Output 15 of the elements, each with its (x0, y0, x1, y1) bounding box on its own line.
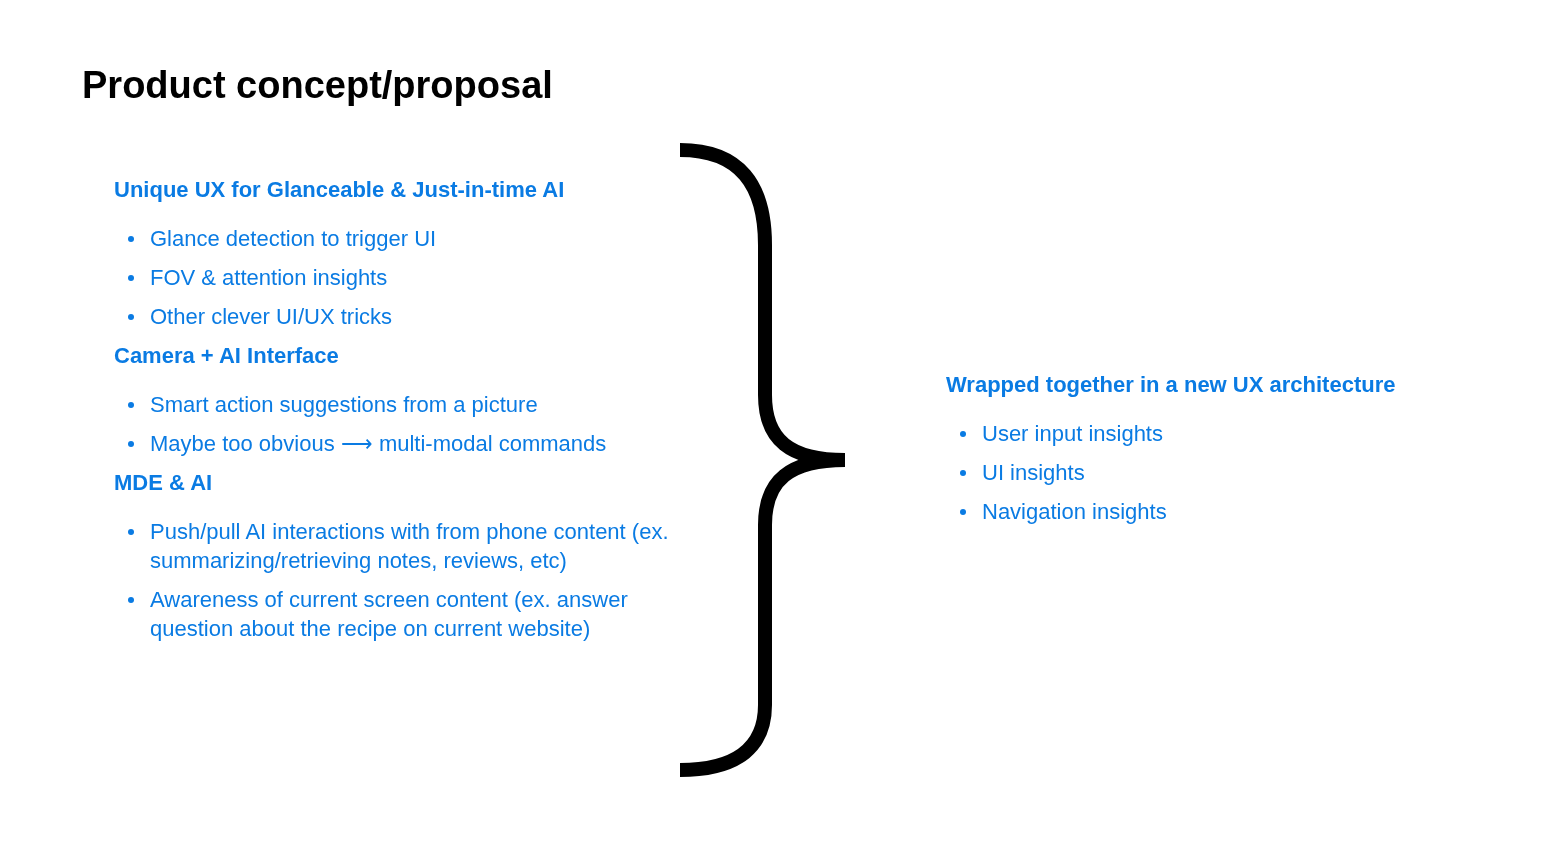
bullet-text: Other clever UI/UX tricks (150, 303, 394, 331)
bullet-text: Navigation insights (982, 498, 1168, 526)
section-heading: Wrapped together in a new UX architecture (946, 371, 1397, 399)
bullet-text: UI insights (982, 459, 1086, 487)
bullet-text: Push/pull AI interactions with from phone content (ex. summarizing/retrieving notes, reviews, etc) (150, 518, 670, 575)
bullet-text: Glance detection to trigger UI (150, 225, 438, 253)
bullet-text: User input insights (982, 420, 1164, 448)
bullet-text: Smart action suggestions from a picture (150, 391, 539, 419)
bullet-text: Awareness of current screen content (ex. answer question about the recipe on current website) (150, 586, 629, 643)
section-heading: MDE & AI (114, 469, 214, 497)
page-title: Product concept/proposal (82, 64, 553, 107)
bullet-text: Maybe too obvious ⟶ multi-modal commands (150, 430, 608, 458)
section-heading: Camera + AI Interface (114, 342, 340, 370)
section-heading: Unique UX for Glanceable & Just-in-time AI (114, 176, 566, 204)
bullet-text: FOV & attention insights (150, 264, 389, 292)
